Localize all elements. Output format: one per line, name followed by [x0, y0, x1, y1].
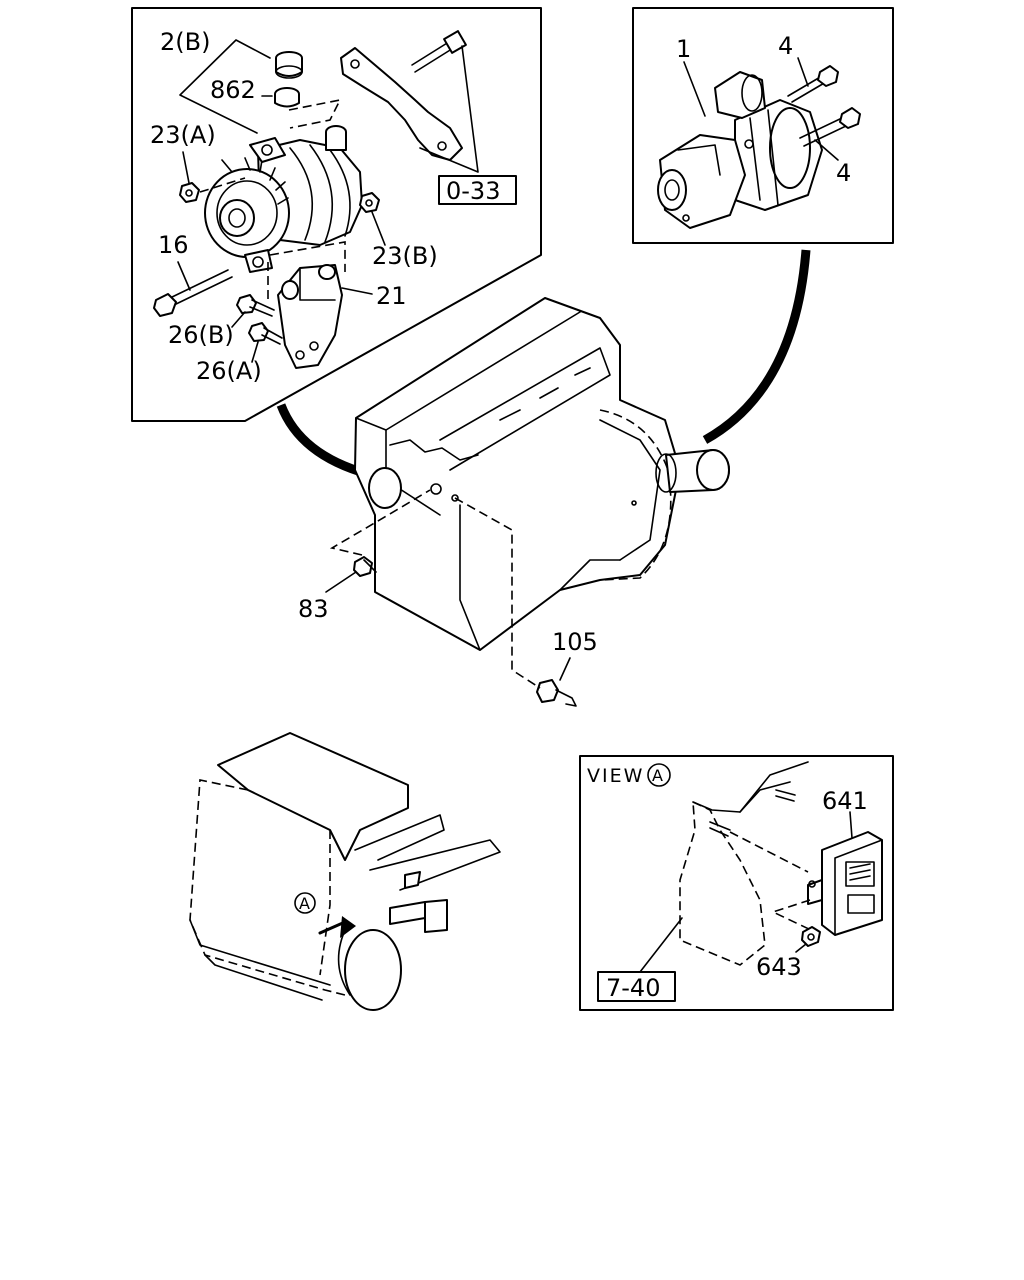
leader-26b [231, 311, 246, 328]
leader-1 [683, 61, 706, 117]
leader-23b [371, 211, 386, 246]
bolt-83-guide [329, 489, 431, 556]
ref-7-40-box [597, 971, 676, 1002]
view-a-panel-border [579, 755, 894, 1011]
cap-guide-dash [288, 98, 342, 129]
view-marker-circle [294, 892, 316, 914]
view-a-title: VIEW [587, 765, 644, 787]
callout-83: 83 [298, 595, 329, 623]
view-arrow-icon [340, 916, 356, 938]
control-unit-641 [807, 831, 883, 936]
leader-4-top [797, 57, 809, 87]
starter-connection-arc [702, 249, 811, 444]
view-a-marker: A [652, 766, 663, 785]
callout-4-top: 4 [778, 32, 793, 60]
ref-0-33-leader [419, 45, 479, 173]
seal-ring [274, 87, 300, 108]
view-a-panel: VIEW A 641 643 7- [579, 755, 894, 1011]
alternator [204, 125, 363, 273]
alternator-panel-border [131, 7, 542, 422]
mounting-bracket-21 [277, 264, 343, 369]
starter-motor [657, 71, 823, 229]
ref-7-40-leader [639, 917, 683, 973]
callout-641: 641 [822, 787, 868, 815]
callout-26a: 26(A) [196, 357, 262, 385]
callout-4-bottom: 4 [836, 159, 851, 187]
callout-105: 105 [552, 628, 598, 656]
ref-7-40: 7-40 [606, 974, 660, 1002]
leader-105 [559, 657, 571, 681]
stud-left [709, 821, 731, 837]
callout-1: 1 [676, 35, 691, 63]
callout-16: 16 [158, 231, 189, 259]
callout-862: 862 [210, 76, 256, 104]
oil-cap [275, 51, 303, 79]
starter-bolt-bottom [799, 107, 861, 147]
ref-0-33-box [438, 175, 517, 205]
callout-2b: 2(B) [160, 28, 210, 56]
callout-21: 21 [376, 282, 407, 310]
leader-83 [325, 571, 357, 593]
leader-21 [341, 287, 373, 295]
starter-bolt-top [787, 65, 839, 103]
callout-26b: 26(B) [168, 321, 234, 349]
starter-panel-border [632, 7, 894, 244]
leader-16 [177, 261, 191, 291]
leader-643 [795, 943, 807, 953]
bolt-26b [236, 294, 275, 317]
nut-23a [179, 182, 200, 203]
engine-block [354, 297, 730, 651]
nut-23a-guide [199, 177, 246, 193]
through-bolt-16 [153, 269, 233, 317]
plug-105-guide [454, 497, 541, 689]
callout-23b: 23(B) [372, 242, 438, 270]
stud-right [775, 789, 796, 802]
adjusting-bracket [340, 47, 463, 161]
nut-643-guide [770, 899, 812, 931]
leader-641 [849, 811, 853, 839]
truck-view-marker: A [299, 894, 310, 913]
callout-23a: 23(A) [150, 121, 216, 149]
bolt-26a [248, 322, 283, 345]
bolt-83 [353, 556, 377, 577]
view-a-marker-circle [647, 763, 671, 787]
nut-23b [359, 192, 380, 213]
leader-23a [182, 151, 190, 184]
control-unit-guide [729, 831, 809, 873]
bracket-guide-dash [267, 241, 346, 300]
starter-detail-panel: 1 4 4 [632, 7, 894, 244]
alternator-detail-panel: 0-33 [131, 7, 542, 422]
callout-643: 643 [756, 953, 802, 981]
drain-plug-105 [536, 679, 577, 707]
leader-26a [251, 341, 259, 363]
truck-front-view: A [189, 732, 501, 1011]
ref-0-33: 0-33 [446, 177, 500, 205]
bracket-bolt [411, 30, 467, 73]
leader-2b [179, 39, 271, 134]
nut-643 [801, 926, 821, 947]
leader-4-bottom [814, 139, 839, 161]
